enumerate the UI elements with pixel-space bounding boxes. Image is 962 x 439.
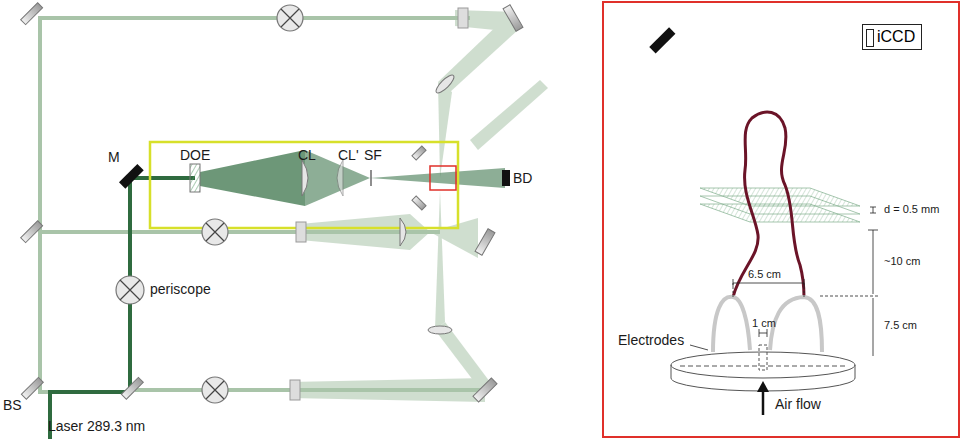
dimension: d = 0.5 mm bbox=[884, 203, 939, 215]
source-label: Laser 289.3 nm bbox=[48, 419, 145, 434]
part-label: CL bbox=[298, 148, 316, 163]
part-label: M bbox=[108, 150, 120, 165]
part-label: BS bbox=[3, 398, 22, 413]
dimension: 7.5 cm bbox=[884, 319, 917, 331]
camera-box: iCCD bbox=[862, 24, 922, 50]
dimension: 6.5 cm bbox=[748, 268, 781, 280]
part-label: Electrodes bbox=[618, 333, 684, 348]
flow-label: Air flow bbox=[775, 397, 821, 412]
part-label: BD bbox=[513, 171, 532, 186]
part-label: CL' bbox=[338, 148, 359, 163]
part-label: DOE bbox=[180, 148, 210, 163]
dimension: ~10 cm bbox=[884, 255, 920, 267]
node-text: iCCD bbox=[863, 25, 921, 49]
part-label: SF bbox=[364, 148, 382, 163]
camera-lens bbox=[866, 29, 874, 47]
part-label: periscope bbox=[150, 282, 211, 297]
dimension: 1 cm bbox=[752, 317, 776, 329]
